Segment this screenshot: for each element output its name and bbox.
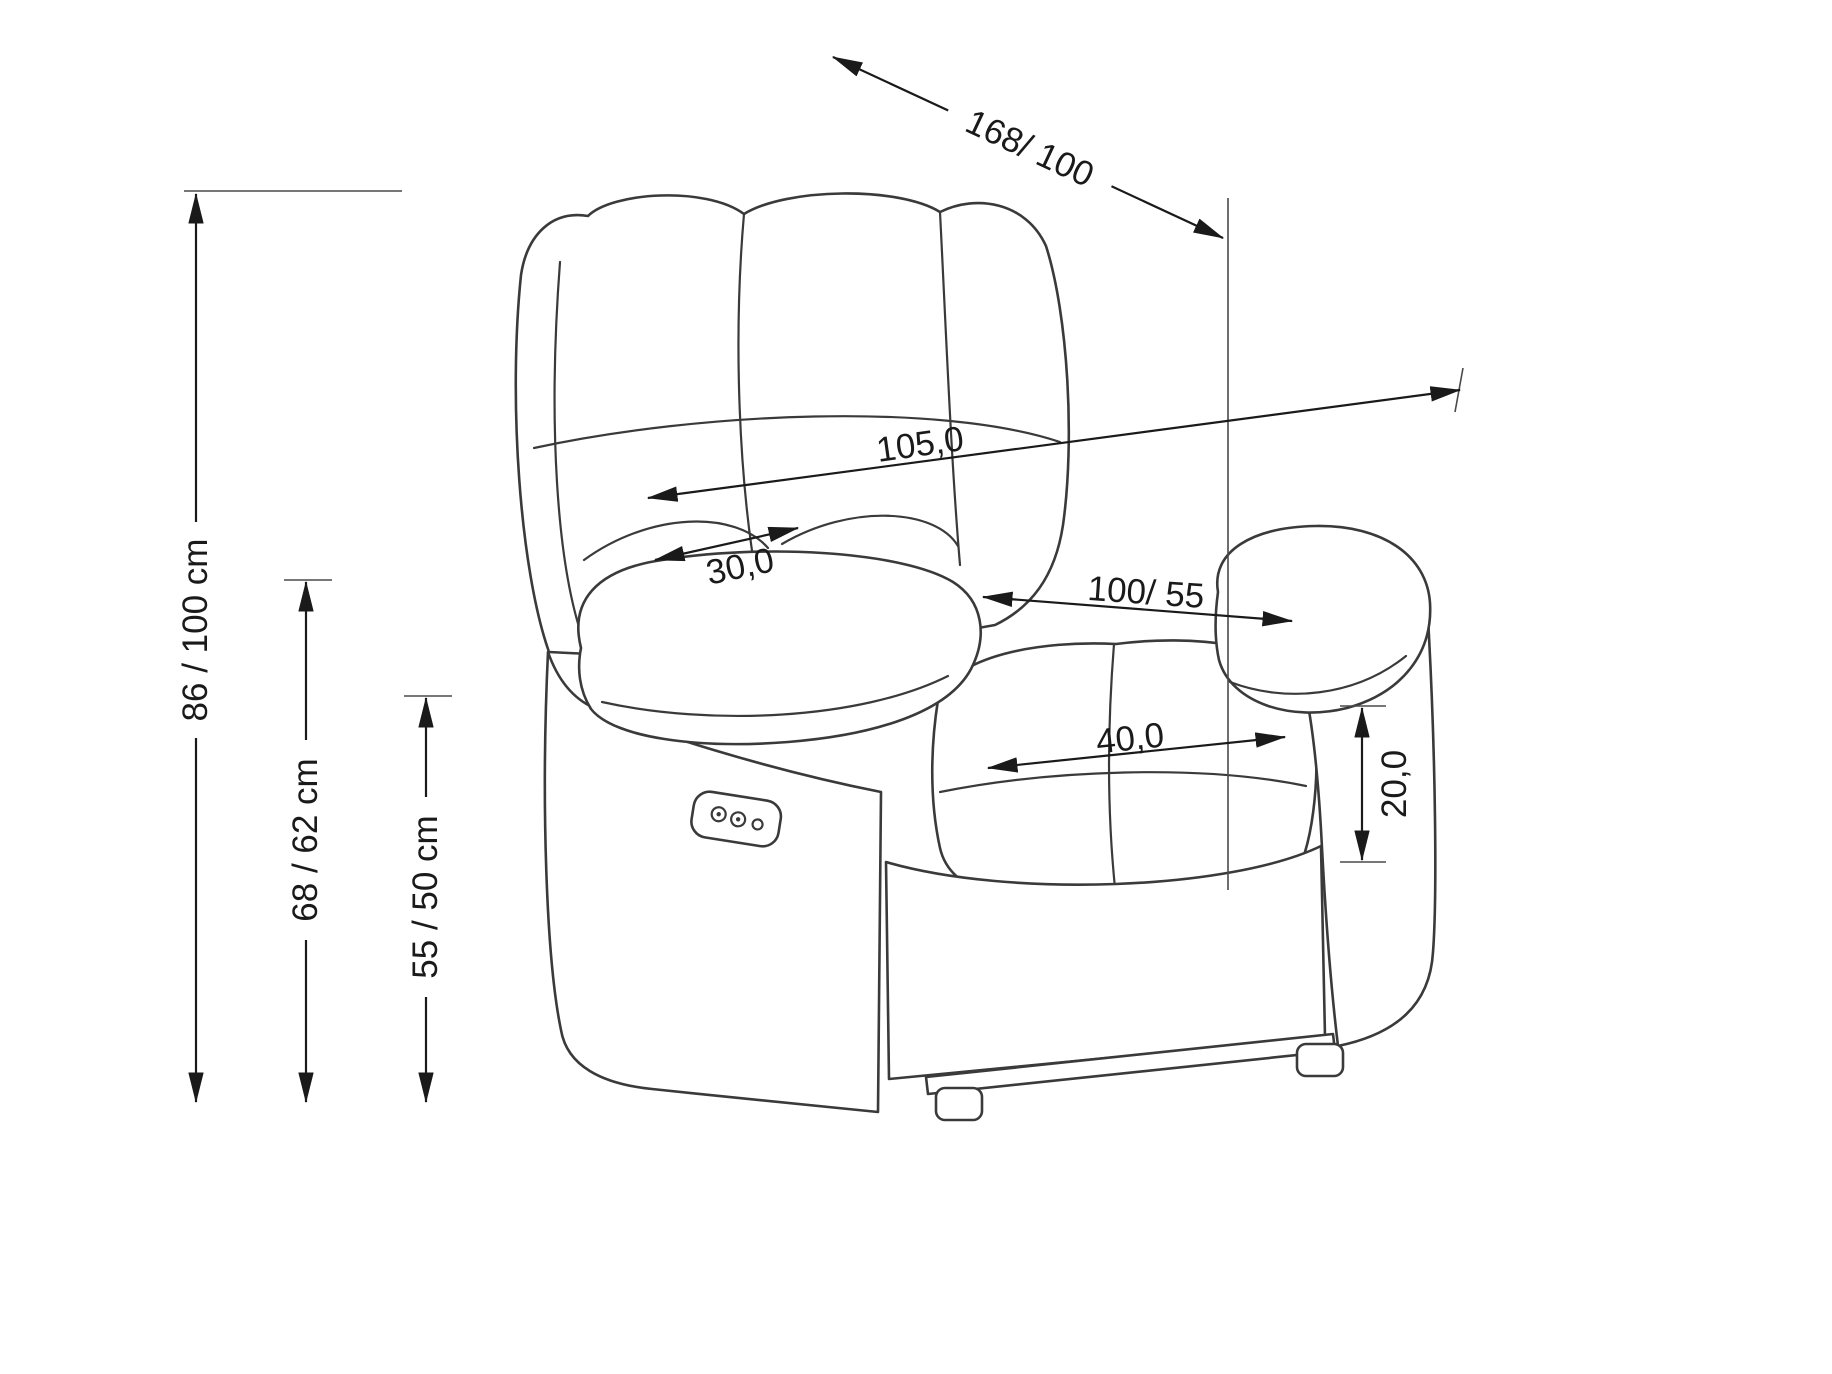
control-button-dot-2 bbox=[735, 817, 741, 822]
lumbar-cushion-right bbox=[780, 514, 960, 548]
front-left-foot bbox=[934, 1086, 984, 1122]
dim-total-height: 86 / 100 cm bbox=[171, 192, 217, 1104]
dim-back-height: 68 / 62 cm bbox=[281, 580, 327, 1104]
label-bg bbox=[939, 90, 1121, 205]
dim-label-back-height: 68 / 62 cm bbox=[286, 758, 325, 921]
control-button-dot-1 bbox=[716, 812, 721, 817]
label-bg bbox=[171, 522, 217, 738]
dim-line-armrest-width bbox=[653, 526, 800, 562]
right-armrest bbox=[1214, 524, 1432, 714]
dim-seat-depth: 40,0 bbox=[986, 716, 1287, 773]
seat-seam-center bbox=[1107, 642, 1119, 908]
dim-armrest-height: 20,0 bbox=[1354, 706, 1414, 862]
dim-label-seat-depth: 40,0 bbox=[1094, 716, 1166, 762]
label-bg bbox=[401, 797, 447, 997]
control-panel bbox=[690, 790, 783, 848]
dim-arm-seat-height: 55 / 50 cm bbox=[401, 696, 447, 1104]
dim-line-seat-depth bbox=[986, 732, 1287, 773]
dim-seat-width: 100/ 55 bbox=[981, 569, 1294, 627]
dim-label-total-height: 86 / 100 cm bbox=[176, 539, 215, 722]
front-right-foot bbox=[1295, 1042, 1345, 1078]
dim-line-seat-width bbox=[981, 591, 1294, 627]
control-button-2 bbox=[730, 811, 747, 828]
right-armrest-crease bbox=[1228, 654, 1408, 695]
backrest-seam-left bbox=[553, 260, 586, 644]
label-bg bbox=[281, 740, 327, 940]
dim-label-seat-width: 100/ 55 bbox=[1086, 569, 1205, 616]
control-button-3 bbox=[751, 818, 764, 831]
dim-label-arm-seat-height: 55 / 50 cm bbox=[406, 815, 445, 978]
dim-label-armrest-height: 20,0 bbox=[1375, 750, 1414, 818]
control-button-1 bbox=[710, 806, 727, 823]
dim-line-overall-width bbox=[646, 386, 1462, 502]
recliner-chair-drawing bbox=[514, 192, 1437, 1122]
left-armrest-crease bbox=[600, 674, 950, 718]
